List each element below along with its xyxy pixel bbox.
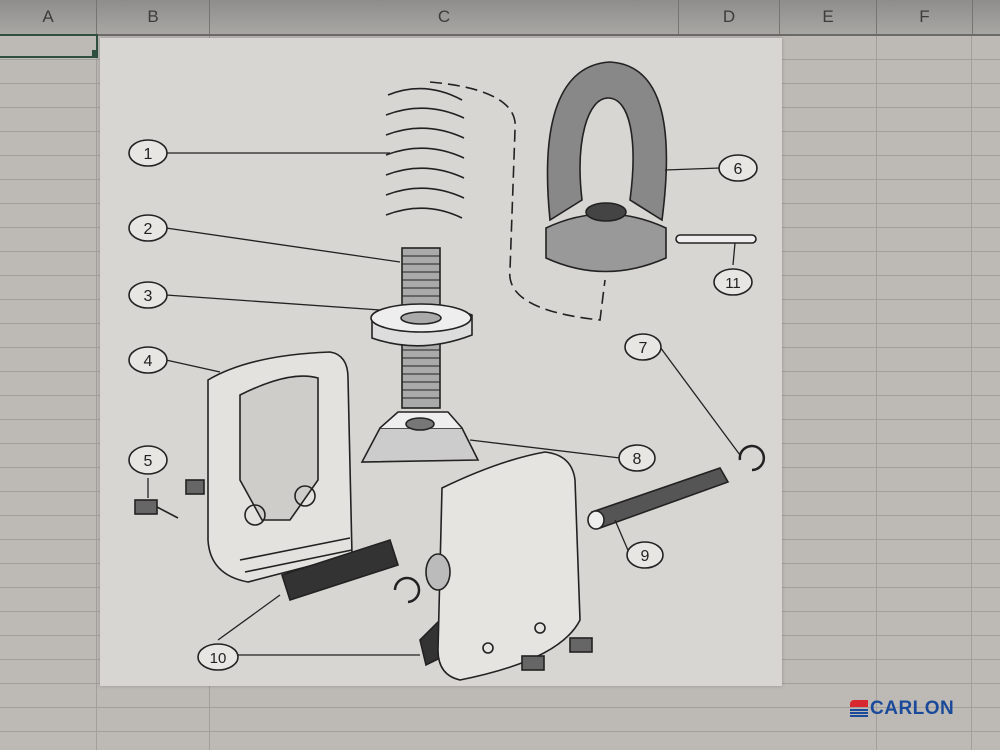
column-label: D [722, 7, 736, 26]
selected-cell-a1[interactable] [0, 34, 98, 58]
callout-9: 9 [626, 541, 664, 569]
callout-5: 5 [128, 445, 168, 475]
washer-part [370, 303, 473, 347]
svg-text:4: 4 [144, 353, 153, 370]
small-hardware [134, 444, 766, 671]
svg-text:5: 5 [144, 453, 153, 470]
gridline [971, 36, 972, 750]
spring-part [385, 81, 606, 321]
svg-text:2: 2 [144, 221, 153, 238]
svg-text:11: 11 [725, 275, 741, 292]
body-left-part [207, 351, 353, 583]
column-header-bar: A B C D E F [0, 0, 1000, 36]
column-header-d[interactable]: D [679, 0, 780, 34]
callout-11: 11 [713, 268, 753, 296]
svg-text:1: 1 [144, 146, 153, 163]
svg-text:10: 10 [210, 650, 227, 667]
callout-6: 6 [718, 154, 758, 182]
svg-text:9: 9 [641, 548, 650, 565]
leader-lines [147, 152, 741, 656]
column-label: C [437, 7, 451, 26]
callout-7: 7 [624, 333, 662, 361]
column-label: E [822, 7, 834, 26]
carlon-logo: CARLON [850, 698, 954, 720]
callout-3: 3 [128, 281, 168, 309]
carlon-logo-mark-icon [850, 700, 868, 718]
fill-handle[interactable] [92, 50, 98, 56]
column-header-e[interactable]: E [780, 0, 877, 34]
svg-text:3: 3 [144, 288, 153, 305]
gridline [96, 36, 97, 750]
svg-text:8: 8 [633, 451, 642, 468]
column-label: B [147, 7, 159, 26]
logo-text: CARLON [870, 698, 955, 719]
pin-part [587, 467, 730, 530]
column-label: A [42, 7, 54, 26]
svg-text:6: 6 [734, 161, 743, 178]
column-header-f[interactable]: F [877, 0, 973, 34]
callout-2: 2 [128, 214, 168, 242]
svg-text:7: 7 [639, 340, 648, 357]
wedge-nut-part [360, 411, 480, 463]
column-header-c[interactable]: C [210, 0, 679, 34]
callout-1: 1 [128, 139, 168, 167]
callout-10: 10 [197, 643, 239, 671]
gridline [876, 36, 877, 750]
column-header-a[interactable]: A [0, 0, 97, 34]
column-label: F [919, 7, 930, 26]
callout-4: 4 [128, 346, 168, 374]
callout-8: 8 [618, 444, 656, 472]
eye-nut-part [545, 61, 757, 273]
body-right-part [425, 451, 581, 681]
embedded-parts-diagram[interactable]: 1 2 3 4 5 6 7 8 9 10 11 [100, 38, 782, 686]
column-header-b[interactable]: B [97, 0, 210, 34]
